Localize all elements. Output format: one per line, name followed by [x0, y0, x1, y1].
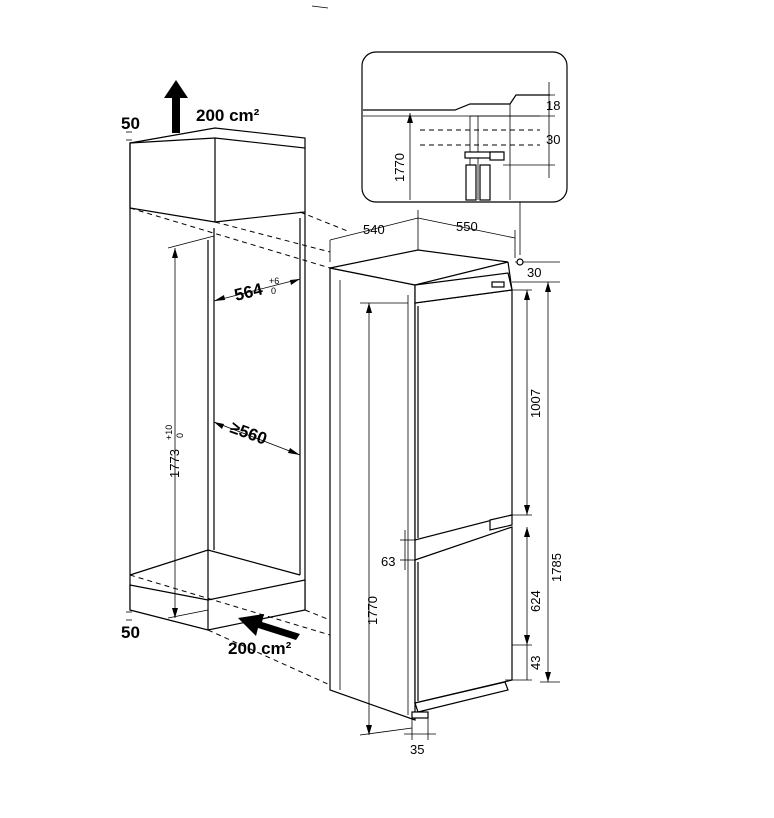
freezer-door	[414, 526, 513, 704]
door-gap-dimension: 63	[381, 530, 415, 570]
detail-frame	[361, 51, 568, 203]
gap-top-dimension: 50	[121, 114, 140, 141]
gap-bottom-dimension: 50	[121, 611, 140, 642]
appliance-top-dimensions: 540 550	[329, 210, 516, 262]
freezer-door-height-label: 624	[528, 590, 543, 612]
fridge-door-height-label: 1007	[528, 389, 543, 418]
detail-height-label: 1770	[392, 153, 407, 182]
niche-cabinet	[129, 127, 351, 686]
bottom-offset-label: 43	[528, 656, 543, 670]
appliance-height-label: 1770	[365, 596, 380, 625]
niche-height-dimension: 1773 +10 0	[164, 235, 215, 619]
niche-height-tol-lower: 0	[175, 433, 185, 438]
appliance-width-label: 550	[456, 219, 478, 234]
niche-height-tol-upper: +10	[164, 425, 174, 440]
plinth-box	[129, 579, 306, 631]
vent-bottom-arrow: 200 cm²	[228, 614, 300, 658]
detail-top-label: 18	[546, 98, 560, 113]
vent-bottom-label: 200 cm²	[228, 639, 292, 658]
door-total-height-label: 1785	[549, 553, 564, 582]
door-gap-label: 63	[381, 554, 395, 569]
vent-top-arrow: 200 cm²	[164, 80, 260, 133]
upper-cabinet-front	[129, 137, 306, 223]
niche-depth-dimension: ≥560	[213, 418, 301, 456]
plinth-dimension: 35	[404, 718, 436, 757]
niche-depth-label: ≥560	[228, 418, 270, 449]
right-dimensions: 30 1007 624 43 1785	[505, 261, 564, 683]
appliance-side	[329, 267, 416, 721]
niche-width-dimension: 564 +6 0	[213, 276, 301, 305]
plinth-label: 35	[410, 742, 424, 757]
upper-cabinet-top	[129, 127, 306, 148]
top-offset-label: 30	[527, 265, 541, 280]
fridge-door	[414, 289, 513, 541]
niche-width-tol-lower: 0	[271, 286, 276, 296]
niche-width-label: 564	[232, 279, 265, 304]
detail-inset: 1770 18 30	[361, 51, 568, 266]
gap-top-label: 50	[121, 114, 140, 133]
appliance-depth-label: 540	[363, 222, 385, 237]
appliance	[329, 249, 513, 721]
appliance-height-dimension: 1770	[359, 302, 413, 736]
niche-width-tol-upper: +6	[269, 276, 279, 286]
vent-top-label: 200 cm²	[196, 106, 260, 125]
detail-gap-label: 30	[546, 132, 560, 147]
niche-height-label: 1773	[167, 449, 182, 478]
bottom-hinge	[414, 681, 509, 713]
gap-bottom-label: 50	[121, 623, 140, 642]
